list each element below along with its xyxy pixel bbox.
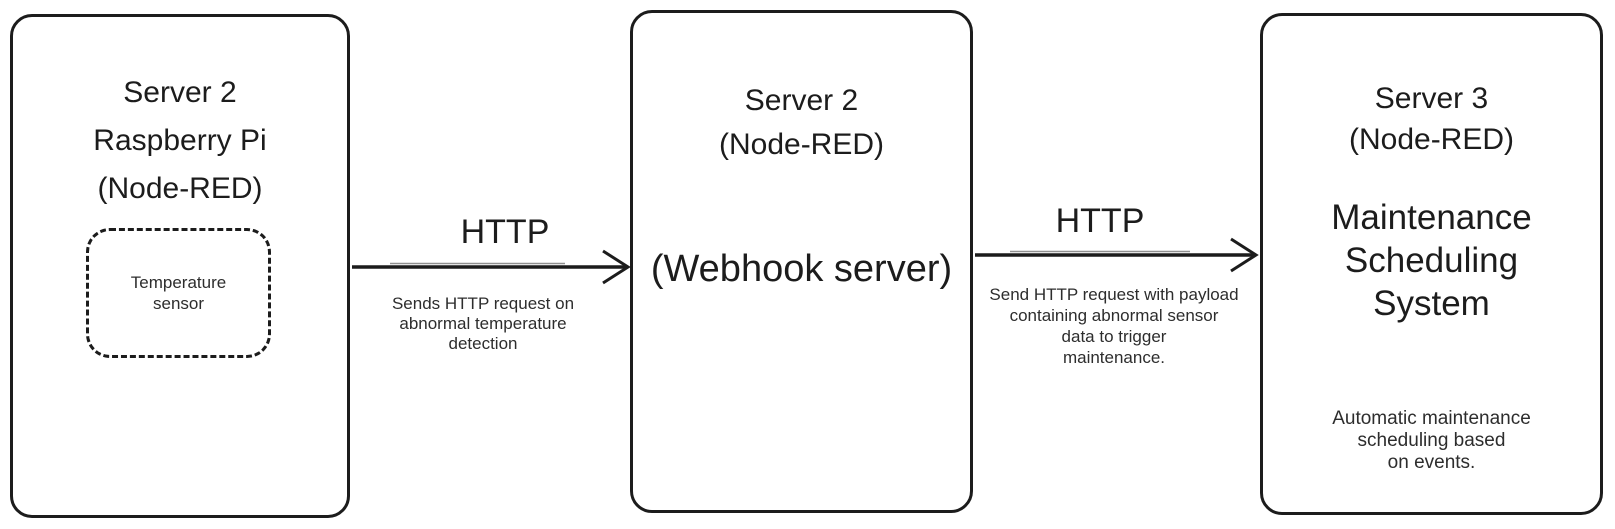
edge-pi-to-webhook-label: HTTP	[460, 213, 550, 251]
node-server2-raspberry-pi-title: Server 2 Raspberry Pi (Node-RED)	[93, 76, 267, 205]
edge-webhook-to-maintenance-arrow[interactable]	[975, 237, 1259, 273]
node-server3-maintenance[interactable]: Server 3 (Node-RED) Maintenance Scheduli…	[1260, 13, 1603, 515]
node-server2-webhook[interactable]: Server 2 (Node-RED) (Webhook server)	[630, 10, 973, 513]
node-server3-description: Automatic maintenance scheduling based o…	[1332, 408, 1531, 473]
temperature-sensor-label: Temperature sensor	[130, 273, 227, 313]
edge-pi-to-webhook-description: Sends HTTP request on abnormal temperatu…	[391, 294, 575, 353]
node-server2-webhook-title: Server 2 (Node-RED)	[718, 84, 885, 161]
node-server2-webhook-subtitle: (Webhook server)	[650, 248, 953, 290]
edge-webhook-to-maintenance-label: HTTP	[1055, 202, 1145, 240]
edge-pi-to-webhook-arrow[interactable]	[352, 249, 631, 285]
edge-webhook-to-maintenance-description: Send HTTP request with payload containin…	[989, 285, 1239, 367]
node-server3-subtitle: Maintenance Scheduling System	[1331, 198, 1532, 323]
node-server3-title: Server 3 (Node-RED)	[1348, 82, 1515, 156]
node-server2-raspberry-pi[interactable]: Server 2 Raspberry Pi (Node-RED) Tempera…	[10, 14, 350, 518]
temperature-sensor-box[interactable]: Temperature sensor	[86, 228, 271, 358]
